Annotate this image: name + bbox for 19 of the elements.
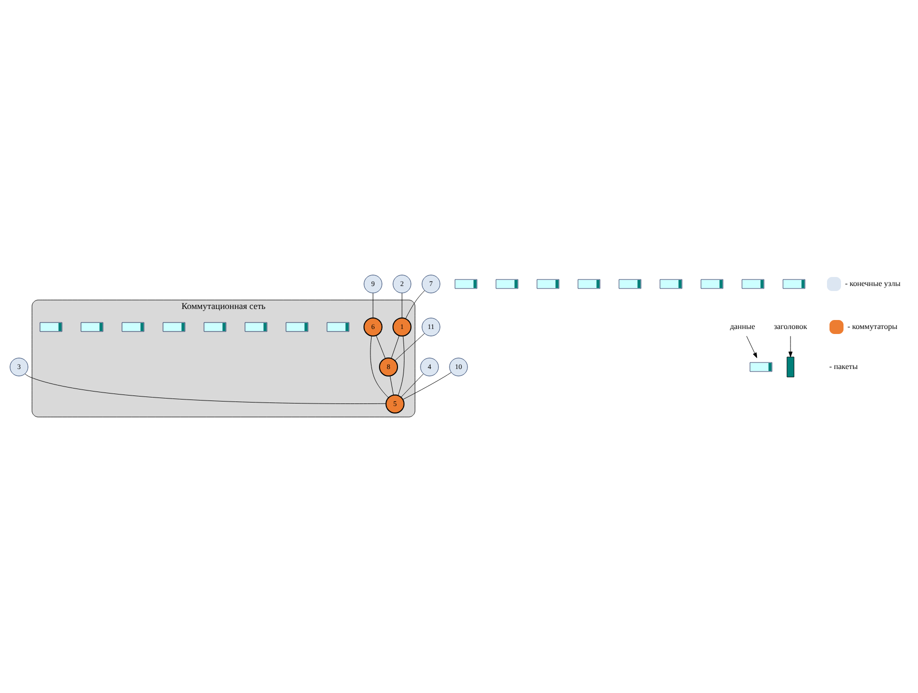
connector xyxy=(24,374,386,404)
connector xyxy=(405,290,425,319)
connector xyxy=(398,336,404,396)
connector xyxy=(402,372,452,400)
legend-label: - коммутаторы xyxy=(848,322,898,331)
node-text: заголовок xyxy=(774,322,808,331)
arrow xyxy=(788,336,792,358)
connector xyxy=(376,335,386,359)
connector xyxy=(394,333,425,361)
connector xyxy=(390,376,394,396)
node-bar xyxy=(786,356,794,378)
node-text: данные xyxy=(730,322,756,331)
legend-label: - пакеты xyxy=(829,362,858,371)
connector xyxy=(372,292,374,318)
connector xyxy=(370,336,389,398)
connector xyxy=(400,374,424,398)
legend-label: - конечные узлы xyxy=(845,278,901,288)
arrow xyxy=(746,336,758,358)
connector xyxy=(391,335,400,359)
